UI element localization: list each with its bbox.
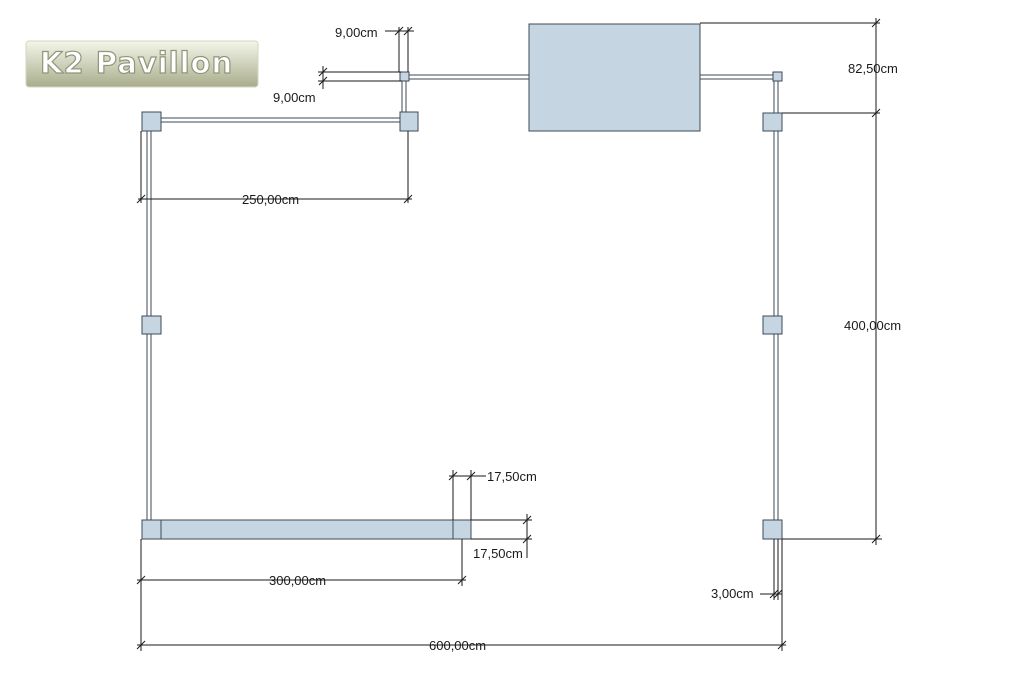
dimension-top-offset: 82,50cm bbox=[700, 18, 898, 118]
label-top-post-height: 9,00cm bbox=[273, 90, 316, 105]
counter-panel bbox=[159, 519, 455, 540]
beam-top-connector-left bbox=[407, 74, 530, 80]
label-inner-wall: 250,00cm bbox=[242, 192, 299, 207]
label-top-post-width: 9,00cm bbox=[335, 25, 378, 40]
post-right-middle bbox=[762, 315, 783, 335]
logo-background bbox=[25, 40, 259, 88]
beam-top-left bbox=[150, 117, 410, 123]
post-top-small-right bbox=[772, 71, 783, 82]
frame-structure bbox=[141, 23, 783, 540]
dimension-top-post-height: 9,00cm bbox=[273, 66, 402, 105]
label-counter-length: 300,00cm bbox=[269, 573, 326, 588]
dimension-top-post-width: 9,00cm bbox=[335, 25, 414, 72]
dimension-counter-length: 300,00cm bbox=[136, 539, 467, 588]
post-right-top bbox=[762, 112, 783, 132]
label-bottom-post-a: 17,50cm bbox=[487, 469, 537, 484]
logo-text: K2 Pavillon bbox=[40, 46, 233, 80]
dimension-bottom-post-a: 17,50cm bbox=[448, 469, 537, 520]
dimension-bottom-offset: 3,00cm bbox=[711, 539, 783, 601]
dimension-right-depth: 400,00cm bbox=[782, 109, 901, 545]
logo: K2 Pavillon bbox=[25, 40, 259, 88]
label-total-width: 600,00cm bbox=[429, 638, 486, 653]
post-left-middle bbox=[141, 315, 162, 335]
post-top-inner bbox=[399, 111, 419, 132]
beam-top-connector-right bbox=[699, 74, 776, 80]
label-bottom-offset: 3,00cm bbox=[711, 586, 754, 601]
label-bottom-post-b: 17,50cm bbox=[473, 546, 523, 561]
label-right-depth: 400,00cm bbox=[844, 318, 901, 333]
post-top-small-left bbox=[399, 71, 410, 82]
display-panel-top bbox=[528, 23, 701, 132]
post-bottom-right bbox=[762, 519, 783, 540]
post-top-left bbox=[141, 111, 162, 132]
post-bottom-left bbox=[141, 519, 162, 540]
dimension-total-width: 600,00cm bbox=[136, 539, 787, 653]
label-top-offset: 82,50cm bbox=[848, 61, 898, 76]
post-bottom-counter bbox=[452, 519, 472, 540]
dimension-inner-wall: 250,00cm bbox=[136, 131, 413, 207]
dimension-bottom-post-b: 17,50cm bbox=[471, 514, 532, 561]
